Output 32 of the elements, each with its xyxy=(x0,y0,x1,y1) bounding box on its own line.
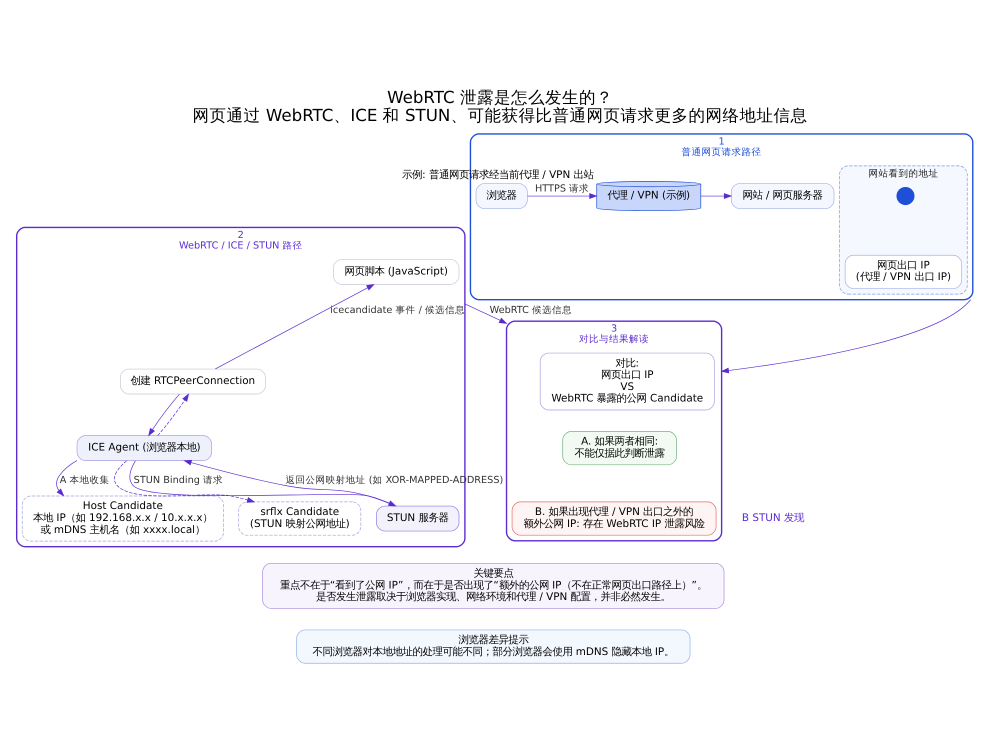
caption: 网页通过 WebRTC、ICE 和 STUN、可能获得比普通网页请求更多的网络地址信息 xyxy=(192,106,808,125)
arrow xyxy=(527,193,598,199)
node-box: 对比: 网页出口 IP VS WebRTC 暴露的公网 Candidate xyxy=(540,352,715,410)
node-person xyxy=(896,187,914,206)
node-box: ICE Agent (浏览器本地) xyxy=(76,435,212,461)
node-box: B. 如果出现代理 / VPN 出口之外的 额外公网 IP: 存在 WebRTC IP 泄露风险 xyxy=(512,502,716,536)
node-box: 网页出口 IP (代理 / VPN 出口 IP) xyxy=(844,254,962,289)
arrow xyxy=(464,304,508,324)
arrow xyxy=(157,393,190,436)
edge-label: WebRTC 候选信息 xyxy=(490,304,572,316)
node-box: 网站 / 网页服务器 xyxy=(730,183,834,209)
node-box: 浏览器 xyxy=(476,183,528,209)
node-box: 创建 RTCPeerConnection xyxy=(120,368,266,394)
edge-label: A 本地收集 xyxy=(60,474,110,486)
node-box: 浏览器差异提示 不同浏览器对本地地址的处理可能不同；部分浏览器会使用 mDNS 隐藏本地 IP。 xyxy=(296,630,690,664)
node-box: STUN 服务器 xyxy=(376,506,460,532)
label: B STUN 发现 xyxy=(742,512,804,524)
arrow xyxy=(720,299,972,374)
arrow xyxy=(700,193,732,199)
arrow xyxy=(183,460,396,506)
arrow xyxy=(114,460,256,503)
arrow xyxy=(56,460,78,497)
node-box: 网页脚本 (JavaScript) xyxy=(333,259,460,285)
edge-label: STUN Binding 请求 xyxy=(134,474,223,486)
edge-label: HTTPS 请求 xyxy=(534,183,590,194)
node-box: srflx Candidate (STUN 映射公网地址) xyxy=(238,502,362,536)
node-box: A. 如果两者相同: 不能仅据此判断泄露 xyxy=(562,431,677,466)
arrow xyxy=(214,284,375,370)
node-box: 关键要点 重点不在于“看到了公网 IP”，而在于是否出现了“额外的公网 IP（不在正常网页出口路径上）”。 是否发生泄露取决于浏览器实现、网络环境和代理 / VPN 配置，并非必然发生。 xyxy=(262,562,724,609)
arrow xyxy=(148,394,180,436)
node-box: Host Candidate 本地 IP（如 192.168.x.x / 10.x.x.x） 或 mDNS 主机名（如 xxxx.local） xyxy=(22,496,224,542)
diagram-title: WebRTC 泄露是怎么发生的？ xyxy=(387,88,613,107)
